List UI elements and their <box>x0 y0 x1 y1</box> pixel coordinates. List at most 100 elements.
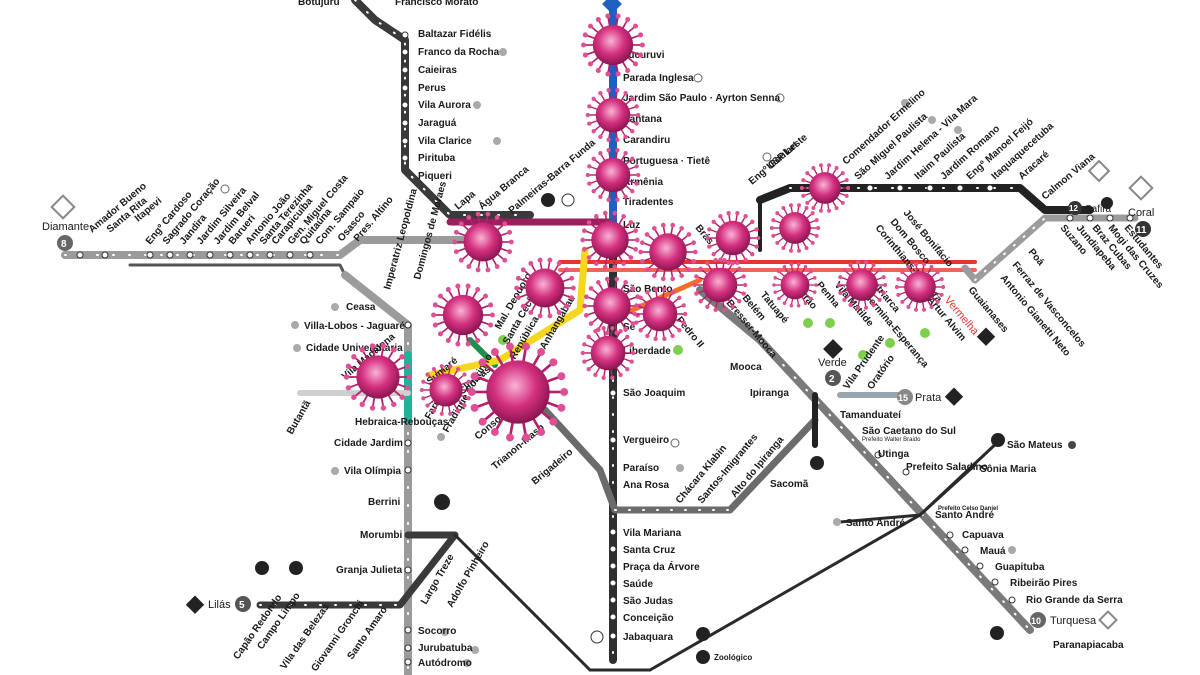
station-label[interactable]: São Judas <box>623 596 673 607</box>
station-label[interactable]: São Bento <box>623 284 672 295</box>
station-label[interactable]: Capuava <box>962 530 1004 541</box>
station-label[interactable]: Vila Mariana <box>623 528 682 539</box>
station-label[interactable]: Mooca <box>730 362 762 373</box>
station-label[interactable]: Autódromo <box>418 658 472 669</box>
station-label[interactable]: Liberdade <box>623 346 671 357</box>
station-label[interactable]: Poá <box>1026 247 1046 268</box>
station-label[interactable]: Franco da Rocha <box>418 47 500 58</box>
station-label[interactable]: Villa-Lobos - Jaguaré <box>304 321 405 332</box>
station-label[interactable]: Sônia Maria <box>980 464 1037 475</box>
station-dot[interactable] <box>1126 214 1134 222</box>
station-label[interactable]: Sacomã <box>770 479 809 490</box>
station-dot[interactable] <box>401 66 409 74</box>
station-dot[interactable] <box>609 528 617 536</box>
station-dot[interactable] <box>404 626 412 634</box>
station-dot[interactable] <box>896 184 904 192</box>
station-label[interactable]: Guapituba <box>995 562 1045 573</box>
station-label[interactable]: Luz <box>623 220 640 231</box>
station-label[interactable]: Prefeito Celso Daniel <box>938 506 998 512</box>
station-label[interactable]: Engº Goulart <box>747 139 801 187</box>
station-label[interactable]: Praça da Árvore <box>623 560 700 573</box>
station-dot[interactable] <box>401 31 409 39</box>
station-label[interactable]: Ana Rosa <box>623 480 670 491</box>
station-label[interactable]: Vila Olímpia <box>344 466 401 477</box>
station-dot[interactable] <box>902 468 910 476</box>
station-label[interactable]: Carandiru <box>623 135 670 146</box>
station-dot[interactable] <box>1106 214 1114 222</box>
station-dot[interactable] <box>404 439 412 447</box>
station-label[interactable]: Lapa <box>453 189 478 213</box>
station-label[interactable]: Santo André <box>846 518 906 529</box>
station-dot[interactable] <box>609 579 617 587</box>
station-label[interactable]: Brás <box>693 223 716 247</box>
station-dot[interactable] <box>1066 214 1074 222</box>
station-dot[interactable] <box>609 389 617 397</box>
station-label[interactable]: Sé <box>623 322 636 333</box>
station-label[interactable]: Pirituba <box>418 153 456 164</box>
station-label[interactable]: Paranapiacaba <box>1053 640 1124 651</box>
station-dot[interactable] <box>609 562 617 570</box>
station-dot[interactable] <box>401 84 409 92</box>
station-label[interactable]: Jabaquara <box>623 632 673 643</box>
station-dot[interactable] <box>146 251 154 259</box>
station-dot[interactable] <box>101 251 109 259</box>
station-label[interactable]: Jaraguá <box>418 118 457 129</box>
station-label[interactable]: Tucuruvi <box>623 50 665 61</box>
station-label[interactable]: Santa Cruz <box>623 545 675 556</box>
station-dot[interactable] <box>956 184 964 192</box>
station-label[interactable]: Conceição <box>623 613 674 624</box>
station-label[interactable]: Granja Julieta <box>336 565 403 576</box>
station-dot[interactable] <box>609 596 617 604</box>
station-dot[interactable] <box>866 184 874 192</box>
station-label[interactable]: São Mateus <box>1007 440 1063 451</box>
station-dot[interactable] <box>404 321 412 329</box>
station-dot[interactable] <box>401 48 409 56</box>
station-label[interactable]: Botujuru <box>298 0 340 8</box>
station-dot[interactable] <box>401 137 409 145</box>
station-label[interactable]: Prefeito Walter Braido <box>862 437 921 443</box>
station-label[interactable]: Rio Grande da Serra <box>1026 595 1123 606</box>
station-label[interactable]: Zoológico <box>714 653 752 662</box>
station-label[interactable]: Tamanduateí <box>840 410 902 421</box>
station-dot[interactable] <box>404 466 412 474</box>
station-label[interactable]: Alto do Ipiranga <box>729 434 787 500</box>
station-dot[interactable] <box>609 613 617 621</box>
station-label[interactable]: Baltazar Fidélis <box>418 29 492 40</box>
station-label[interactable]: Armênia <box>623 177 663 188</box>
station-label[interactable]: São Joaquim <box>623 388 685 399</box>
station-dot[interactable] <box>609 436 617 444</box>
station-label[interactable]: Mauá <box>980 546 1006 557</box>
station-dot[interactable] <box>976 562 984 570</box>
station-dot[interactable] <box>226 251 234 259</box>
station-label[interactable]: Portuguesa · Tietê <box>623 156 710 167</box>
station-label[interactable]: Butantã <box>285 398 313 436</box>
station-dot[interactable] <box>991 578 999 586</box>
station-label[interactable]: Jardim São Paulo · Ayrton Senna <box>623 93 781 104</box>
station-label[interactable]: Vila Clarice <box>418 136 472 147</box>
station-dot[interactable] <box>286 251 294 259</box>
station-dot[interactable] <box>401 119 409 127</box>
station-label[interactable]: Santana <box>623 114 662 125</box>
station-dot[interactable] <box>401 154 409 162</box>
station-dot[interactable] <box>306 251 314 259</box>
station-label[interactable]: Piqueri <box>418 171 452 182</box>
station-label[interactable]: Cidade Jardim <box>334 438 403 449</box>
station-label[interactable]: Francisco Morato <box>395 0 478 8</box>
station-dot[interactable] <box>404 566 412 574</box>
station-dot[interactable] <box>186 251 194 259</box>
station-dot[interactable] <box>926 184 934 192</box>
station-dot[interactable] <box>404 644 412 652</box>
station-dot[interactable] <box>946 531 954 539</box>
station-label[interactable]: Ceasa <box>346 302 376 313</box>
station-label[interactable]: Morumbi <box>360 530 402 541</box>
station-dot[interactable] <box>206 251 214 259</box>
station-dot[interactable] <box>1086 214 1094 222</box>
station-label[interactable]: Caieiras <box>418 65 457 76</box>
station-label[interactable]: Ribeirão Pires <box>1010 578 1078 589</box>
station-dot[interactable] <box>874 451 882 459</box>
station-label[interactable]: Santo André <box>935 510 995 521</box>
station-label[interactable]: Saúde <box>623 579 653 590</box>
station-label[interactable]: Cidade Universitária <box>306 343 403 354</box>
station-dot[interactable] <box>404 658 412 666</box>
station-label[interactable]: Ipiranga <box>750 388 789 399</box>
